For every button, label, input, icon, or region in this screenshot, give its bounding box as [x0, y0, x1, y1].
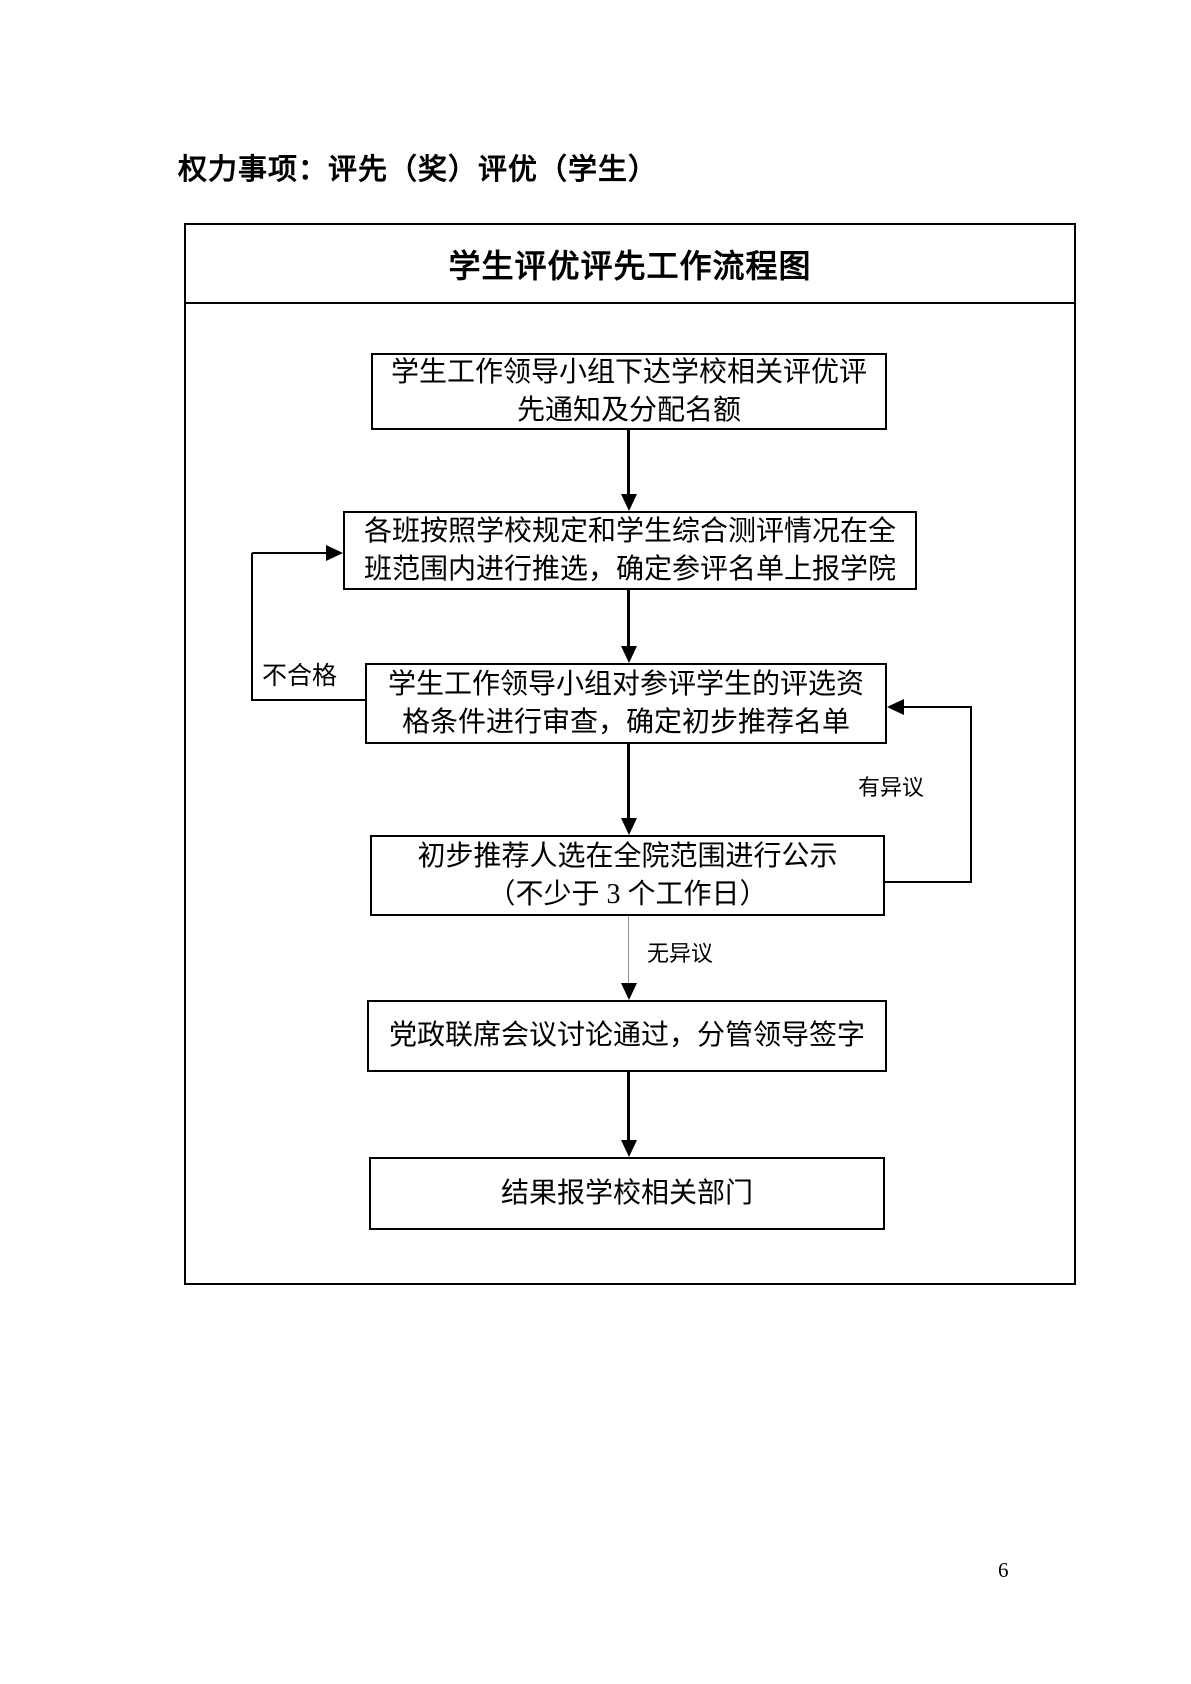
flow-node-notice-line2: 先通知及分配名额: [516, 394, 741, 426]
loop-unqualified-bottom-line: [252, 699, 365, 701]
loop-unqualified-vertical-line: [251, 553, 253, 701]
arrow-publicity-to-meeting-head: [621, 983, 637, 1000]
flow-node-publicity: 初步推荐人选在全院范围进行公示 （不少于 3 个工作日）: [370, 835, 885, 916]
edge-label-no-objection: 无异议: [647, 941, 714, 966]
loop-unqualified-top-line: [252, 552, 327, 554]
loop-unqualified-head: [326, 545, 343, 561]
edge-label-objection: 有异议: [858, 775, 925, 800]
loop-objection-top-line: [904, 706, 972, 708]
arrow-review-to-publicity-line: [627, 744, 630, 818]
flow-node-review-line2: 格条件进行审查，确定初步推荐名单: [401, 706, 850, 738]
flowchart-title-band: 学生评优评先工作流程图: [186, 225, 1074, 304]
flow-node-report: 结果报学校相关部门: [369, 1157, 885, 1230]
flow-node-report-line1: 结果报学校相关部门: [500, 1177, 753, 1209]
arrow-meeting-to-report-line: [627, 1072, 630, 1140]
flow-node-publicity-line2: （不少于 3 个工作日）: [487, 878, 768, 910]
edge-label-unqualified: 不合格: [262, 663, 338, 690]
arrow-notice-to-class-line: [627, 430, 630, 496]
arrow-meeting-to-report-head: [621, 1140, 637, 1157]
arrow-class-to-review-line: [627, 590, 630, 646]
flow-node-class-recommend: 各班按照学校规定和学生综合测评情况在全 班范围内进行推选，确定参评名单上报学院: [343, 511, 917, 590]
arrow-review-to-publicity-head: [621, 818, 637, 835]
flow-node-publicity-line1: 初步推荐人选在全院范围进行公示: [417, 840, 838, 872]
flow-node-notice: 学生工作领导小组下达学校相关评优评 先通知及分配名额: [371, 353, 887, 430]
doc-header: 权力事项：评先（奖）评优（学生）: [178, 154, 659, 186]
flow-node-review-line1: 学生工作领导小组对参评学生的评选资: [387, 668, 864, 700]
flow-node-class-recommend-line2: 班范围内进行推选，确定参评名单上报学院: [363, 553, 896, 585]
arrow-publicity-to-meeting-line: [628, 916, 629, 984]
arrow-notice-to-class-head: [621, 494, 637, 511]
flowchart-title: 学生评优评先工作流程图: [448, 247, 812, 284]
page-number: 6: [998, 1558, 1009, 1582]
arrow-class-to-review-head: [621, 646, 637, 663]
flow-node-notice-line1: 学生工作领导小组下达学校相关评优评: [390, 356, 867, 388]
loop-objection-head: [887, 699, 904, 715]
flow-node-class-recommend-line1: 各班按照学校规定和学生综合测评情况在全: [363, 515, 896, 547]
flowchart-frame: 学生评优评先工作流程图: [184, 223, 1076, 1285]
loop-objection-vertical-line: [970, 707, 972, 883]
flow-node-meeting-line1: 党政联席会议讨论通过，分管领导签字: [388, 1020, 865, 1051]
flow-node-review: 学生工作领导小组对参评学生的评选资 格条件进行审查，确定初步推荐名单: [365, 663, 887, 744]
loop-objection-bottom-line: [885, 881, 972, 883]
flow-node-meeting: 党政联席会议讨论通过，分管领导签字: [367, 1000, 887, 1072]
